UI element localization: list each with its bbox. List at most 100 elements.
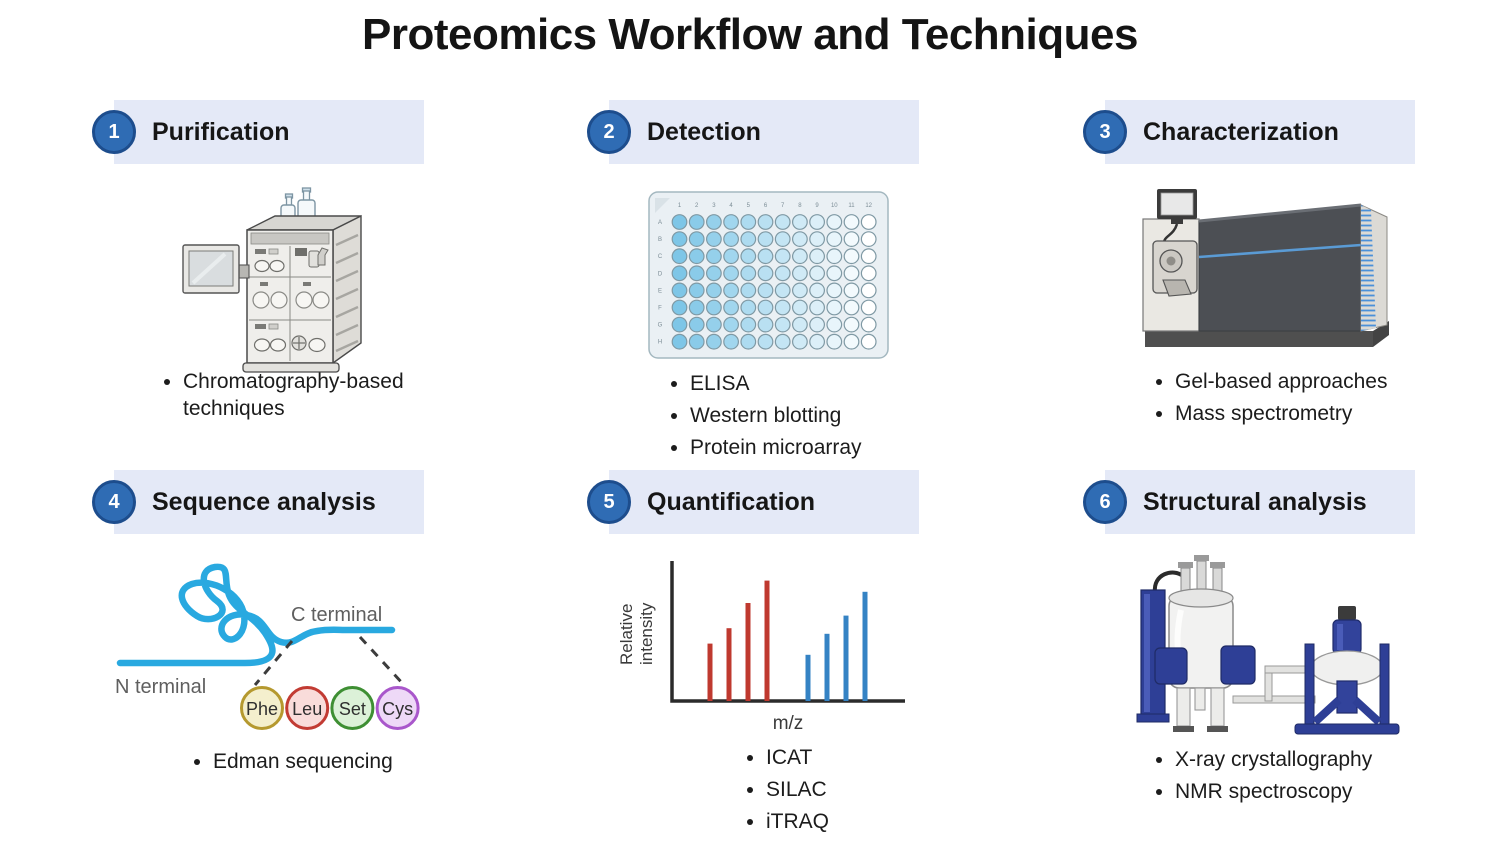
svg-text:8: 8 (798, 203, 802, 209)
residue-label: Set (339, 699, 366, 719)
bullet-item: NMR spectroscopy (1175, 778, 1500, 805)
bullet-list-purification: Chromatography-based techniques (155, 368, 433, 427)
header-bar: Quantification (609, 470, 919, 534)
plate-wells (671, 214, 877, 350)
chart-axes (670, 561, 905, 703)
bullet-item: Protein microarray (690, 434, 990, 461)
section-title: Structural analysis (1143, 487, 1367, 516)
bullet-item: iTRAQ (766, 808, 1016, 835)
spectrum-peak (764, 580, 770, 701)
residue-label: Phe (246, 699, 278, 719)
svg-text:E: E (658, 288, 662, 294)
page-title: Proteomics Workflow and Techniques (362, 10, 1138, 59)
header-bar: Structural analysis (1105, 470, 1415, 534)
svg-text:D: D (658, 271, 663, 277)
bullet-item: Edman sequencing (213, 748, 513, 775)
cleavage-dashed-lines (253, 635, 406, 687)
bullet-list-detection: ELISA Western blottingProtein microarray (662, 370, 990, 466)
svg-text:B: B (658, 237, 662, 243)
svg-text:4: 4 (729, 203, 733, 209)
residue-circle-cys (375, 686, 420, 730)
protein-chain (116, 563, 396, 667)
monitor (1157, 189, 1197, 246)
y-axis-label-line1: Relative (617, 604, 636, 665)
svg-text:5: 5 (747, 203, 751, 209)
step-number-badge: 2 (587, 110, 631, 154)
svg-text:7: 7 (781, 203, 785, 209)
svg-text:12: 12 (865, 203, 872, 209)
section-title: Detection (647, 117, 761, 146)
header-bar: Sequence analysis (114, 470, 424, 534)
x-axis-label: m/z (773, 713, 804, 734)
svg-text:6: 6 (764, 203, 768, 209)
svg-text:11: 11 (848, 203, 855, 209)
bullet-item: Western blotting (690, 402, 990, 429)
section-header-detection: Detection 2 (587, 100, 1007, 164)
bullet-item: ELISA (690, 370, 990, 397)
ion-source (1152, 240, 1198, 297)
svg-text:2: 2 (695, 203, 699, 209)
header-bar: Characterization (1105, 100, 1415, 164)
bullet-list-characterization: Gel-based approachesMass spectrometry (1147, 368, 1500, 432)
section-header-quantification: Quantification 5 (587, 470, 1007, 534)
transfer-line (1232, 665, 1318, 704)
spectrum-peaks (707, 580, 868, 701)
plate-corner-notch (655, 198, 670, 213)
svg-text:G: G (658, 323, 663, 329)
step-number-badge: 1 (92, 110, 136, 154)
chromatography-system-icon (182, 187, 362, 373)
section-title: Characterization (1143, 117, 1339, 146)
bullet-item: X-ray crystallography (1175, 746, 1500, 773)
n-terminal-label: N terminal (115, 676, 206, 698)
svg-text:H: H (658, 340, 662, 346)
svg-text:10: 10 (831, 203, 838, 209)
nmr-magnet (1136, 555, 1256, 732)
bullet-list-quantification: ICAT SILAC iTRAQ (738, 744, 1016, 840)
section-header-structural-analysis: Structural analysis 6 (1083, 470, 1500, 534)
fplc-unit (242, 214, 362, 373)
c-terminal-label: C terminal (291, 604, 382, 626)
spectrum-peak (843, 615, 849, 701)
section-title: Quantification (647, 487, 816, 516)
residue-circle-leu (285, 686, 330, 730)
spectrum-peak (745, 603, 751, 701)
residue-circle-set (330, 686, 375, 730)
spectrum-peak (805, 654, 811, 701)
section-title: Sequence analysis (152, 487, 376, 516)
nmr-probe-unit (1294, 606, 1400, 735)
section-header-sequence-analysis: Sequence analysis 4 (92, 470, 512, 534)
step-number-badge: 3 (1083, 110, 1127, 154)
bullet-list-sequence-analysis: Edman sequencing (185, 748, 513, 780)
section-header-characterization: Characterization 3 (1083, 100, 1500, 164)
bullet-item: Chromatography-based techniques (183, 368, 433, 422)
bullet-item: ICAT (766, 744, 1016, 771)
svg-text:A: A (658, 220, 662, 226)
bullet-item: Mass spectrometry (1175, 400, 1500, 427)
step-number-badge: 6 (1083, 480, 1127, 524)
mass-spectrometer-icon (1142, 189, 1389, 347)
section-title: Purification (152, 117, 290, 146)
step-number-badge: 5 (587, 480, 631, 524)
spectrum-peak (862, 591, 868, 701)
residue-label: Leu (292, 699, 322, 719)
spectrum-peak (824, 633, 830, 701)
svg-text:9: 9 (815, 203, 819, 209)
monitor (182, 244, 250, 294)
section-header-purification: Purification 1 (92, 100, 512, 164)
bullet-item: SILAC (766, 776, 1016, 803)
spectrum-peak (707, 643, 713, 701)
residue-circle-phe (240, 686, 284, 730)
bullet-item: Gel-based approaches (1175, 368, 1500, 395)
nmr-spectrometer-icon (1136, 555, 1400, 735)
svg-text:C: C (658, 254, 663, 260)
mass-spectrum-chart: Relative intensity m/z (617, 561, 905, 734)
svg-text:3: 3 (712, 203, 716, 209)
svg-text:F: F (658, 306, 662, 312)
svg-text:1: 1 (678, 203, 682, 209)
y-axis-label-line2: intensity (637, 602, 656, 665)
bullet-list-structural-analysis: X-ray crystallographyNMR spectroscopy (1147, 746, 1500, 810)
header-bar: Purification (114, 100, 424, 164)
